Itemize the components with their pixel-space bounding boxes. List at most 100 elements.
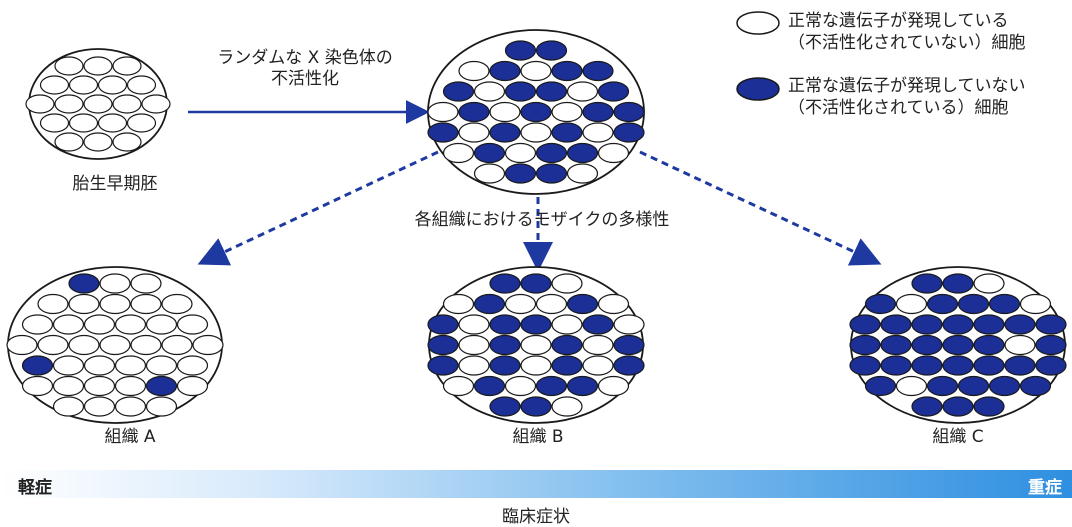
inactivated-cell bbox=[973, 314, 1005, 335]
inactivated-cell bbox=[864, 375, 897, 397]
active-cell bbox=[130, 273, 162, 294]
active-cell bbox=[6, 334, 38, 356]
inactivated-cell bbox=[613, 122, 645, 143]
active-cell bbox=[504, 142, 537, 164]
inactivated-cell bbox=[880, 314, 912, 335]
mosaic-embryo-cluster bbox=[427, 29, 645, 195]
inactivated-cell bbox=[427, 355, 459, 376]
active-cell bbox=[458, 122, 490, 143]
active-cell bbox=[582, 355, 614, 376]
inactivated-cell bbox=[551, 60, 583, 82]
tissue-b-cluster bbox=[427, 266, 645, 424]
inactivated-cell bbox=[988, 375, 1021, 397]
inactivated-cell bbox=[566, 293, 599, 315]
active-cell bbox=[126, 75, 157, 95]
inactivated-cell bbox=[880, 355, 912, 376]
active-cell bbox=[613, 314, 645, 335]
active-cell bbox=[114, 396, 147, 417]
inactivated-cell bbox=[957, 375, 990, 397]
arrow-to-tissue-a bbox=[197, 150, 439, 266]
inactivated-cell bbox=[973, 355, 1005, 376]
active-cell bbox=[895, 375, 928, 397]
active-cell bbox=[83, 396, 116, 417]
inactivated-cell bbox=[520, 314, 552, 335]
tissue-b-label: 組織 B bbox=[512, 427, 564, 447]
active-cell bbox=[130, 334, 162, 356]
inactivated-cell bbox=[473, 142, 506, 164]
early-embryo-cluster bbox=[25, 48, 171, 160]
inactivated-cell bbox=[926, 293, 959, 315]
mosaic-diversity-label: 各組織におけるモザイクの多様性 bbox=[414, 210, 670, 230]
active-cell bbox=[458, 60, 490, 82]
active-cell bbox=[597, 375, 630, 397]
active-cell bbox=[54, 132, 84, 152]
active-cell bbox=[442, 293, 475, 315]
tissue-a-cluster bbox=[6, 266, 224, 424]
active-cell bbox=[520, 60, 552, 82]
active-cell bbox=[145, 396, 178, 417]
inactivated-cell bbox=[911, 396, 943, 417]
inactivated-cell bbox=[504, 81, 537, 102]
active-cell bbox=[192, 334, 224, 356]
inactivated-cell bbox=[849, 314, 881, 335]
mild-label: 軽症 bbox=[18, 478, 52, 498]
inactivated-cell bbox=[427, 314, 459, 335]
active-cell bbox=[504, 375, 537, 397]
inactivated-cell bbox=[473, 293, 506, 315]
inactivated-cell bbox=[566, 375, 599, 397]
legend-blue-line1: 正常な遺伝子が発現していない bbox=[788, 76, 1026, 96]
inactivated-cell bbox=[535, 40, 568, 61]
active-cell bbox=[473, 81, 506, 102]
inactivated-cell bbox=[520, 273, 552, 294]
inactivated-cell bbox=[489, 355, 521, 376]
active-cell bbox=[566, 163, 599, 184]
inactivated-cell bbox=[21, 355, 54, 376]
inactivated-cell bbox=[942, 273, 974, 294]
inactivated-cell bbox=[458, 101, 490, 123]
inactivated-cell bbox=[535, 375, 568, 397]
active-cell bbox=[21, 314, 54, 335]
active-cell bbox=[442, 375, 475, 397]
inactivated-cell bbox=[597, 81, 630, 102]
active-cell bbox=[427, 101, 459, 123]
active-cell bbox=[25, 94, 55, 114]
inactivated-cell bbox=[551, 355, 583, 376]
inactivated-cell bbox=[504, 40, 537, 61]
active-cell bbox=[37, 334, 69, 356]
inactivation-label-line2: 不活性化 bbox=[271, 69, 339, 89]
inactivated-cell bbox=[145, 375, 178, 397]
inactivated-cell bbox=[427, 334, 459, 356]
active-cell bbox=[99, 334, 131, 356]
active-cell bbox=[973, 273, 1005, 294]
inactivated-cell bbox=[489, 122, 521, 143]
severe-label: 重症 bbox=[1028, 478, 1062, 498]
inactivated-cell bbox=[613, 355, 645, 376]
active-cell bbox=[97, 75, 128, 95]
active-cell bbox=[52, 375, 85, 397]
inactivated-cell bbox=[520, 396, 552, 417]
inactivated-cell bbox=[849, 355, 881, 376]
inactivated-cell bbox=[582, 60, 614, 82]
active-cell bbox=[54, 56, 84, 76]
active-cell bbox=[54, 94, 84, 114]
inactivated-cell bbox=[489, 60, 521, 82]
active-cell bbox=[458, 334, 490, 356]
inactivated-cell bbox=[489, 273, 521, 294]
inactivated-cell bbox=[942, 334, 974, 356]
active-cell bbox=[130, 293, 162, 315]
active-cell bbox=[83, 355, 116, 376]
inactivated-cell bbox=[551, 122, 583, 143]
inactivated-cell bbox=[988, 293, 1021, 315]
inactivation-label: ランダムな X 染色体の 不活性化 bbox=[190, 48, 420, 90]
active-cell bbox=[68, 293, 100, 315]
active-cell bbox=[520, 334, 552, 356]
active-cell bbox=[68, 334, 100, 356]
inactivated-cell bbox=[504, 163, 537, 184]
legend-white-line1: 正常な遺伝子が発現している bbox=[788, 11, 1009, 31]
active-cell bbox=[21, 375, 54, 397]
inactivated-cell bbox=[535, 163, 568, 184]
inactivated-cell bbox=[535, 81, 568, 102]
active-cell bbox=[83, 375, 116, 397]
active-cell bbox=[176, 375, 209, 397]
legend-white-cell-icon bbox=[736, 11, 780, 35]
